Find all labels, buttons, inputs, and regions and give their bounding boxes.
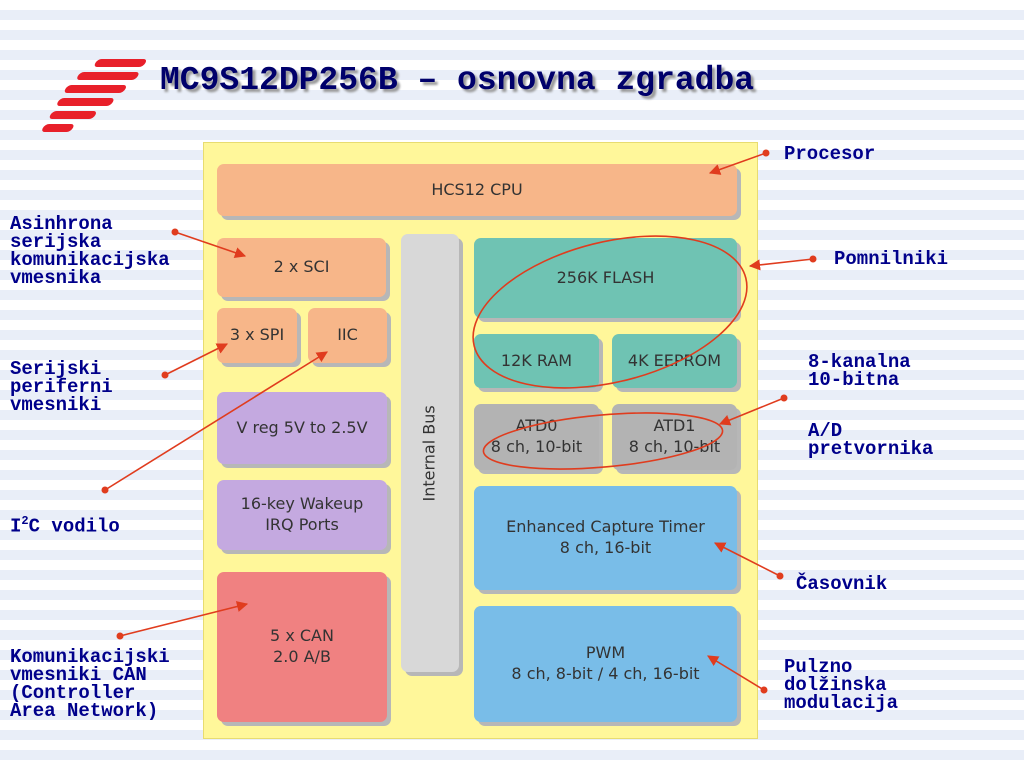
wakeup-block: 16-key Wakeup IRQ Ports [217, 480, 387, 550]
adc-annotation-line-3: A/D [808, 420, 843, 442]
pwm-label-2: 8 ch, 8-bit / 4 ch, 16-bit [511, 664, 700, 683]
i2c-annotation-sup: 2 [21, 514, 29, 528]
atd0-label-2: 8 ch, 10-bit [490, 437, 583, 456]
memory-ellipse [472, 235, 748, 389]
spi-annotation: Serijski periferni vmesniki [10, 358, 113, 416]
sci-annotation-line-4: vmesnika [10, 267, 102, 289]
pwm-block: PWM 8 ch, 8-bit / 4 ch, 16-bit [474, 606, 737, 722]
vreg-block: V reg 5V to 2.5V [217, 392, 387, 464]
cpu-block: HCS12 CPU [217, 164, 737, 216]
spi-annotation-line-2: periferni [10, 376, 113, 398]
pomnilniki-annotation: Pomnilniki [834, 248, 949, 270]
spi-annotation-line-1: Serijski [10, 358, 102, 380]
atd-ellipse [482, 412, 724, 470]
atd0-block: ATD0 8 ch, 10-bit [474, 404, 599, 470]
iic-label: IIC [337, 325, 358, 345]
atd0-label-1: ATD0 [515, 416, 558, 436]
freescale-logo [42, 59, 146, 132]
flash-block: 256K FLASH [474, 238, 737, 318]
sci-annotation: Asinhrona serijska komunikacijska vmesni… [10, 213, 170, 289]
can-label-2: 2.0 A/B [273, 647, 331, 666]
adc-annotation-line-1: 8-kanalna [808, 351, 911, 373]
pwm-arrow [707, 655, 765, 691]
eeprom-label: 4K EEPROM [627, 350, 722, 370]
i2c-annotation-post: C vodilo [28, 515, 120, 538]
pwm-annotation: Pulzno dolžinska modulacija [784, 656, 899, 714]
ect-label-2: 8 ch, 16-bit [559, 538, 652, 557]
i2c-arrow [104, 351, 328, 491]
i2c-annotation: I2C vodilo [10, 512, 120, 538]
can-annotation-line-2: vmesniki CAN [10, 664, 147, 686]
ect-block: Enhanced Capture Timer 8 ch, 16-bit [474, 486, 737, 590]
can-annotation-line-3: (Controller [10, 682, 136, 704]
pomnilniki-arrow [748, 258, 814, 271]
spi-label: 3 x SPI [229, 325, 285, 345]
spi-annotation-line-3: vmesniki [10, 394, 102, 416]
sci-arrow [174, 231, 247, 259]
page-title: MC9S12DP256B – osnovna zgradba [160, 62, 755, 99]
can-label-1: 5 x CAN [270, 626, 334, 646]
wakeup-label-2: IRQ Ports [265, 515, 339, 534]
atd1-block: ATD1 8 ch, 10-bit [612, 404, 737, 470]
sci-annotation-line-2: serijska [10, 231, 102, 253]
atd1-label-1: ATD1 [653, 416, 696, 436]
ect-label-1: Enhanced Capture Timer [506, 517, 705, 537]
procesor-arrow [708, 152, 767, 175]
procesor-annotation: Procesor [784, 143, 876, 165]
ram-label: 12K RAM [500, 350, 573, 370]
flash-label: 256K FLASH [556, 267, 655, 287]
spi-block: 3 x SPI [217, 308, 297, 363]
ram-block: 12K RAM [474, 334, 599, 388]
can-block: 5 x CAN 2.0 A/B [217, 572, 387, 722]
sci-annotation-line-1: Asinhrona [10, 213, 113, 235]
sci-label: 2 x SCI [273, 257, 330, 277]
adc-annotation-line-4: pretvornika [808, 438, 934, 460]
cpu-label: HCS12 CPU [431, 179, 523, 199]
atd1-label-2: 8 ch, 10-bit [628, 437, 721, 456]
can-arrow [119, 601, 249, 637]
sci-annotation-line-3: komunikacijska [10, 249, 170, 271]
can-annotation-line-4: Area Network) [10, 700, 159, 722]
casovnik-arrow [714, 542, 781, 577]
pwm-label-1: PWM [585, 643, 626, 663]
pwm-annotation-line-1: Pulzno [784, 656, 853, 678]
sci-block: 2 x SCI [217, 238, 386, 297]
adc-annotation-line-2: 10-bitna [808, 369, 900, 391]
i2c-annotation-pre: I [10, 515, 22, 538]
can-annotation: Komunikacijski vmesniki CAN (Controller … [10, 646, 170, 722]
wakeup-label-1: 16-key Wakeup [240, 494, 364, 514]
adc-annotation-top: 8-kanalna 10-bitna [808, 351, 911, 391]
adc-annotation-bottom: A/D pretvornika [808, 420, 934, 460]
vreg-label: V reg 5V to 2.5V [236, 417, 368, 437]
internal-bus-block: Internal Bus [401, 234, 459, 672]
spi-arrow [164, 343, 229, 376]
can-annotation-line-1: Komunikacijski [10, 646, 170, 668]
pwm-annotation-line-3: modulacija [784, 692, 899, 714]
adc-arrow [718, 397, 785, 426]
casovnik-annotation: Časovnik [796, 573, 888, 595]
pwm-annotation-line-2: dolžinska [784, 674, 887, 696]
